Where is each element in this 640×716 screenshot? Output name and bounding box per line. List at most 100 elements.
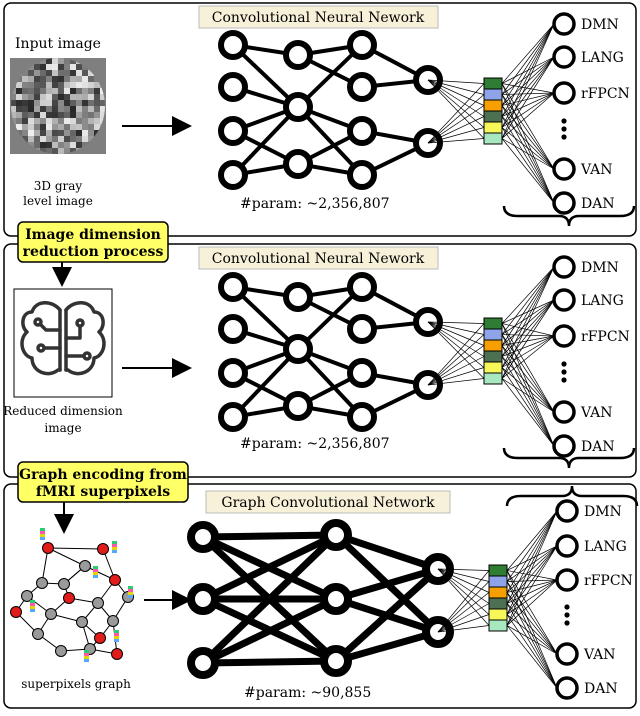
graph-node [58,578,70,590]
feature-glyph [30,606,35,609]
output-node [552,400,576,424]
feature-glyph [114,636,119,639]
fan-line [437,568,490,593]
graph-node [55,645,67,657]
gcn-network [187,519,454,679]
fan-line [427,138,485,144]
network-node [347,272,377,302]
dense-line [501,92,555,106]
dense-line [501,92,555,128]
dense-line [501,127,555,204]
ellipsis-dot [561,118,567,124]
fan-line [427,105,485,144]
dense-line [501,23,555,128]
fan-line [437,570,490,633]
input-image-label: Input image [15,36,101,52]
fan-line [427,321,485,357]
fan-line [427,94,485,144]
feature-cell [483,110,503,123]
dense-line [501,127,555,170]
ellipsis-dot [561,126,567,132]
fan-line [437,614,490,633]
reduced-caption-line1: Reduced dimension [3,404,123,418]
dense-line [506,579,558,615]
feature-cell [488,597,508,610]
fan-line [427,321,485,335]
output-node [555,676,579,700]
dense-line [506,545,558,626]
output-label: DAN [581,196,615,212]
callout-image-dimension-reduction: Image dimension reduction process [17,221,169,263]
feature-cell [483,350,503,363]
feature-glyph [112,544,117,547]
output-label: VAN [580,162,613,178]
network-node [283,334,313,364]
output-brace [502,205,636,227]
feature-cell [483,328,503,341]
output-label: DMN [581,260,619,276]
network-edge [334,531,440,573]
fan-line [427,367,485,386]
feature-glyph [93,575,98,578]
network-node [347,72,377,102]
network-node [283,149,313,179]
graph-node [97,543,109,555]
ellipsis-dot [561,361,567,367]
network-edge [231,347,300,419]
dense-line [506,510,558,604]
ellipsis-dot [564,612,570,618]
feature-glyph [30,609,35,612]
dense-line [506,579,558,626]
feature-glyph [112,550,117,553]
panel-1-frame [3,2,637,237]
dense-line [506,545,558,582]
dense-line [501,23,555,84]
network-edge [335,628,439,665]
cnn-network-2 [218,272,443,432]
fan-line [427,321,485,379]
network-node [218,30,248,60]
output-label: LANG [584,539,627,555]
network-node [218,116,248,146]
network-node [347,116,377,146]
fan-line [437,568,490,571]
dense-line [506,614,558,689]
feature-cell [483,88,503,101]
callout-graph-encoding: Graph encoding from fMRI superpixels [17,461,189,503]
fan-line [427,356,485,386]
feature-cell [483,77,503,90]
callout-2-line2: fMRI superpixels [36,484,170,500]
network-title-2: Convolutional Neural Nework [212,251,425,267]
network-node [218,314,248,344]
network-title-3: Graph Convolutional Network [221,495,435,511]
output-label: LANG [581,50,624,66]
network-edges [200,531,441,667]
fan-line [427,79,485,106]
graph-node [45,608,57,620]
fan-line [427,79,485,117]
dense-line [506,510,558,615]
feature-glyph [30,600,35,603]
dense-line [501,266,555,357]
dense-line [506,510,558,571]
graph-node [109,574,121,586]
dense-line [501,335,555,379]
input-caption-line2: level image [23,194,93,208]
output-label: rFPCN [581,329,630,345]
feature-glyph [112,541,117,544]
fan-line [427,321,485,368]
network-node [320,519,352,551]
dense-line [506,545,558,604]
network-node [283,391,313,421]
output-node [552,81,576,105]
fan-line [437,568,490,582]
output-node [552,288,576,312]
output-label: VAN [583,647,616,663]
network-node [347,314,377,344]
param-text-2: #param: ~2,356,807 [240,436,390,452]
feature-glyph [84,656,89,659]
dense-line [501,56,555,117]
graph-node [92,597,104,609]
